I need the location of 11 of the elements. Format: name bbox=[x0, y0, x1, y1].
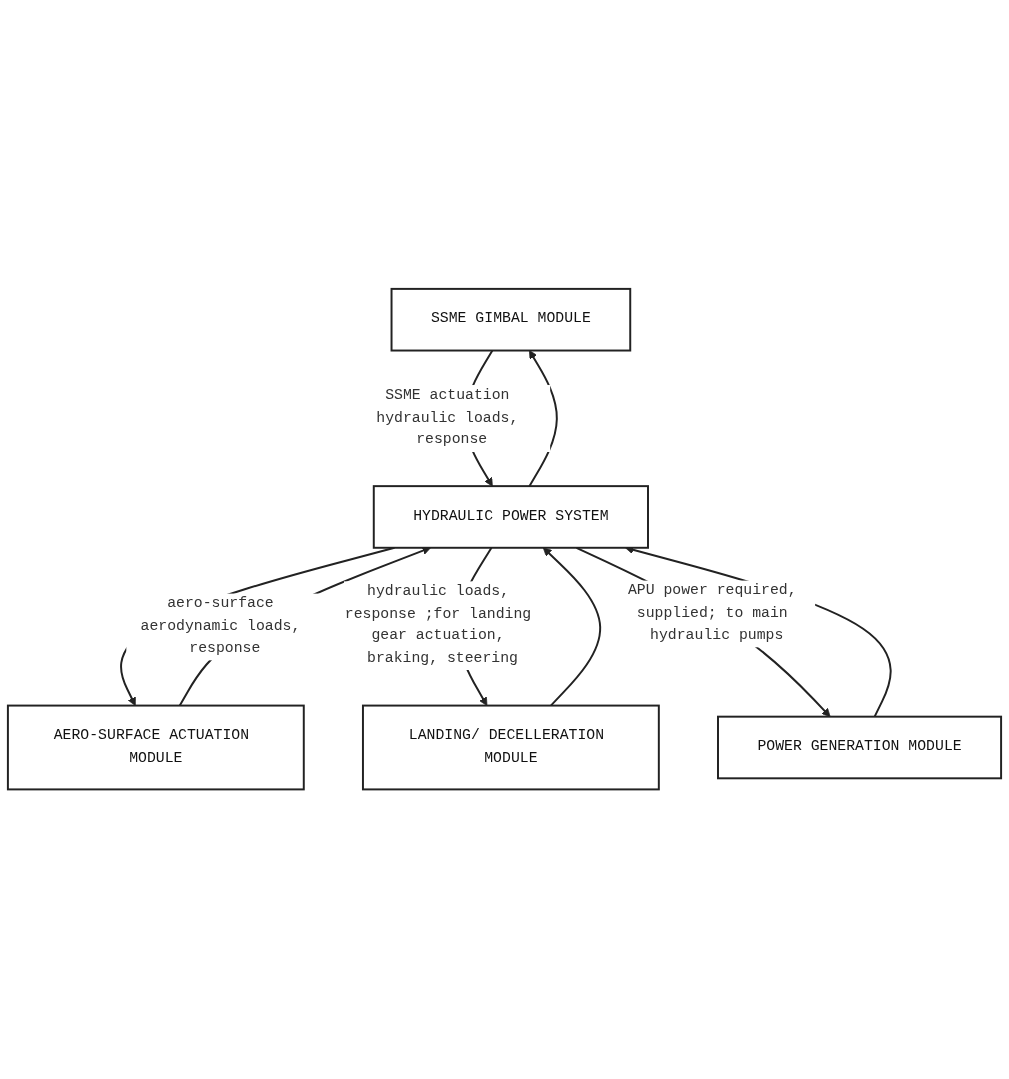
node-box: HYDRAULIC POWER SYSTEM bbox=[372, 485, 649, 550]
node-box: POWER GENERATION MODULE bbox=[717, 716, 1003, 780]
edge-label: APU power required, supplied; to main hydraulic pumps bbox=[627, 582, 797, 644]
edge-label: SSME actuation hydraulic loads, response bbox=[376, 387, 519, 449]
node-box: LANDING/ DECELLERATION MODULE bbox=[361, 704, 660, 791]
node-box: AERO-SURFACE ACTUATION MODULE bbox=[6, 704, 305, 791]
arrow bbox=[528, 350, 558, 488]
edge-label: hydraulic loads, response ;for landing gear actuation, braking, steering bbox=[344, 583, 532, 667]
edge-label: aero-surface aerodynamic loads, response bbox=[140, 595, 301, 657]
node-box: SSME GIMBAL MODULE bbox=[390, 288, 632, 352]
arrow bbox=[542, 547, 602, 707]
